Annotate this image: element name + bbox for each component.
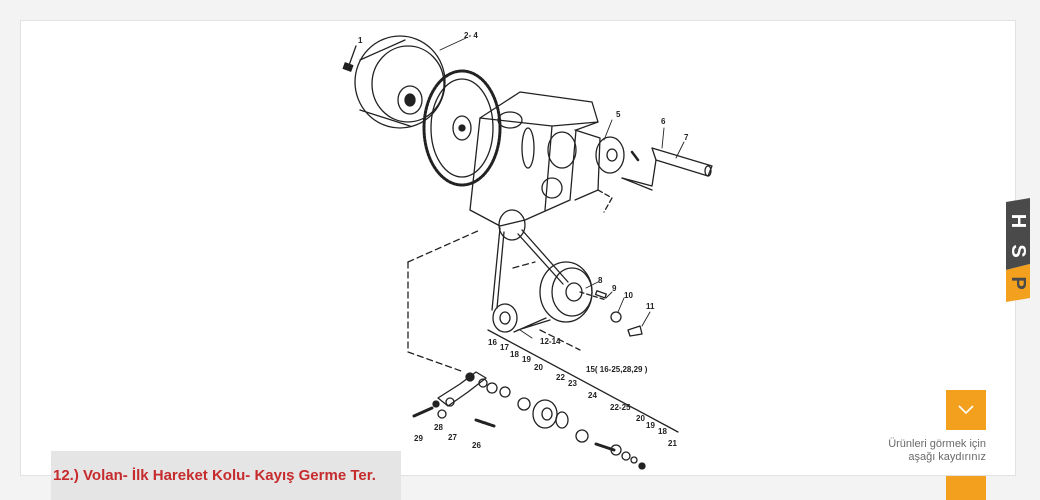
logo-letter-p: P <box>1007 276 1030 290</box>
part-label: 20 <box>534 363 543 372</box>
content-frame <box>20 20 1016 476</box>
group-bracket-line <box>487 329 679 433</box>
part-label: 11 <box>646 302 655 311</box>
caption-box: 12.) Volan- İlk Hareket Kolu- Kayış Germ… <box>51 451 401 500</box>
part-label: 16 <box>488 338 497 347</box>
part-label: 20 <box>636 414 645 423</box>
chevron-down-icon <box>958 405 974 415</box>
scroll-down-button[interactable] <box>946 390 986 430</box>
part-label: 22 <box>556 373 565 382</box>
gear-housing-part <box>469 91 613 227</box>
part-label: 22-25 <box>610 403 631 412</box>
scroll-hint: Ürünleri görmek için aşağı kaydırınız <box>840 438 986 464</box>
part-label: 7 <box>684 133 689 142</box>
part-label: 19 <box>646 421 655 430</box>
part-label: 27 <box>448 433 457 442</box>
guide-lines <box>407 229 581 373</box>
tensioner-parts <box>412 371 646 470</box>
scroll-hint-line1: Ürünleri görmek için <box>888 438 986 450</box>
part-label: 1 <box>358 36 363 45</box>
part-label: 8 <box>598 276 603 285</box>
part-label: 18 <box>510 350 519 359</box>
part-label: 28 <box>434 423 443 432</box>
part-label: 12-14 <box>540 337 561 346</box>
part-label: 17 <box>500 343 509 352</box>
ring-gear-part <box>422 69 502 187</box>
part-label: 9 <box>612 284 617 293</box>
part-label: 19 <box>522 355 531 364</box>
bottom-orange-tab[interactable] <box>946 476 986 500</box>
scroll-hint-line2: aşağı kaydırınız <box>908 451 986 463</box>
bolt-part <box>342 45 357 72</box>
part-label: 2- 4 <box>464 31 478 40</box>
part-label: 24 <box>588 391 597 400</box>
logo-letter-s: S <box>1007 244 1030 258</box>
diagram-caption: 12.) Volan- İlk Hareket Kolu- Kayış Germ… <box>53 467 376 484</box>
part-label: 21 <box>668 439 677 448</box>
part-label: 5 <box>616 110 621 119</box>
part-label: 29 <box>414 434 423 443</box>
part-label: 23 <box>568 379 577 388</box>
crank-handle-part <box>595 136 713 191</box>
belt-drive-part <box>491 209 643 337</box>
logo-shape-icon <box>1006 198 1030 302</box>
part-label: 6 <box>661 117 666 126</box>
flywheel-part <box>354 35 446 129</box>
leader-lines <box>439 37 685 339</box>
part-label: 18 <box>658 427 667 436</box>
logo-letter-h: H <box>1007 213 1030 229</box>
part-label: 15( 16-25,28,29 ) <box>586 365 648 374</box>
hsp-side-logo[interactable]: H S P <box>1004 198 1032 302</box>
part-label: 10 <box>624 291 633 300</box>
part-label-group: 1 2- 4 5 6 7 8 9 10 11 12-14 15( 16-25,2… <box>358 31 689 450</box>
part-label: 26 <box>472 441 481 450</box>
